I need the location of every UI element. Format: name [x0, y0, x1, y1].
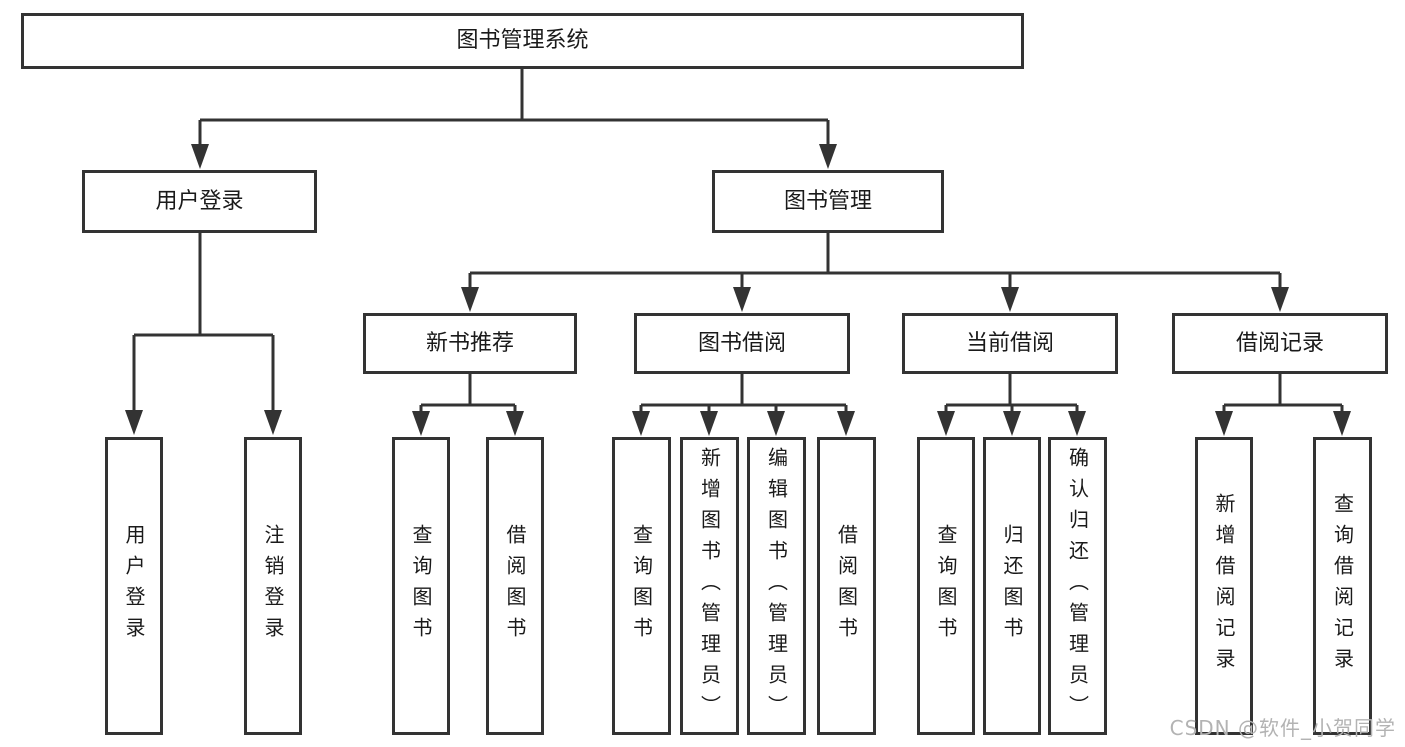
leaf-query-borrow-record: 查询借阅记录 — [1313, 437, 1372, 735]
leaf-confirm-return-admin: 确认归还（管理员） — [1048, 437, 1107, 735]
leaf-query-books-current: 查询图书 — [917, 437, 975, 735]
leaf-query-books-recommend: 查询图书 — [392, 437, 450, 735]
leaf-user-login: 用户登录 — [105, 437, 163, 735]
leaf-add-book-admin: 新增图书（管理员） — [680, 437, 739, 735]
node-library-management-system: 图书管理系统 — [21, 13, 1024, 69]
leaf-add-borrow-record: 新增借阅记录 — [1195, 437, 1253, 735]
leaf-borrow-books-borrowing: 借阅图书 — [817, 437, 876, 735]
arrowhead-icons — [125, 144, 1351, 436]
leaf-logout: 注销登录 — [244, 437, 302, 735]
node-user-login: 用户登录 — [82, 170, 317, 233]
node-book-borrowing: 图书借阅 — [634, 313, 850, 374]
node-book-management: 图书管理 — [712, 170, 944, 233]
leaf-edit-book-admin: 编辑图书（管理员） — [747, 437, 806, 735]
leaf-borrow-books-recommend: 借阅图书 — [486, 437, 544, 735]
leaf-return-books: 归还图书 — [983, 437, 1041, 735]
leaf-query-books-borrowing: 查询图书 — [612, 437, 671, 735]
node-current-borrowing: 当前借阅 — [902, 313, 1118, 374]
node-borrowing-records: 借阅记录 — [1172, 313, 1388, 374]
node-new-book-recommendation: 新书推荐 — [363, 313, 577, 374]
